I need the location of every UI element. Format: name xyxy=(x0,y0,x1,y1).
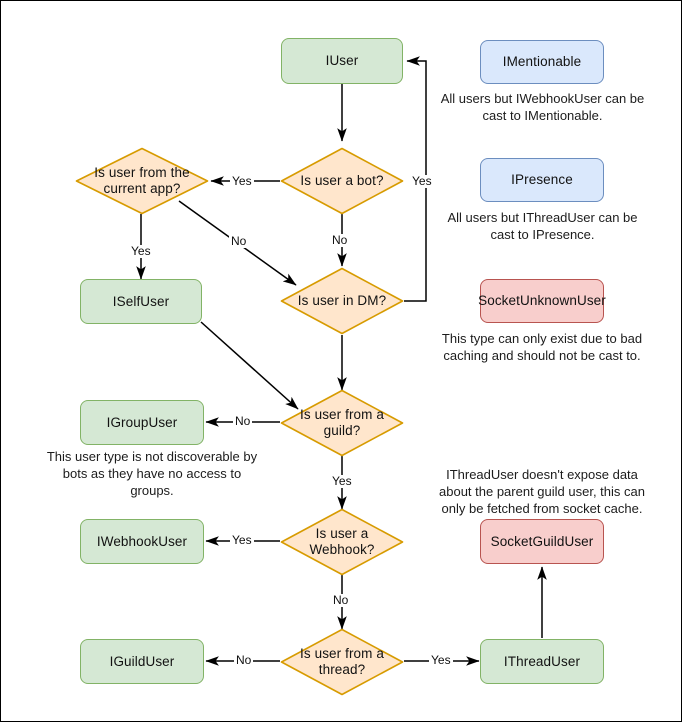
node-is-user-in-dm-label: Is user in DM? xyxy=(297,293,387,308)
node-is-user-a-bot[interactable]: Is user a bot? xyxy=(280,147,404,215)
node-ithreaduser-label: IThreadUser xyxy=(503,653,581,669)
node-is-user-from-current-app-label: Is user from the current app? xyxy=(94,165,190,196)
node-iselfuser-label: ISelfUser xyxy=(112,293,170,309)
note-socketguilduser: IThreadUser doesn't expose data about th… xyxy=(439,467,645,516)
node-ipresence[interactable]: IPresence xyxy=(480,158,604,202)
edge-label-isbot-yes: Yes xyxy=(230,174,254,188)
diamond-shape-icon xyxy=(280,508,404,576)
node-is-user-a-webhook-label: Is user a Webhook? xyxy=(309,526,375,557)
node-iguilduser[interactable]: IGuildUser xyxy=(80,639,204,684)
edge-label-isthread-yes: Yes xyxy=(429,653,453,667)
node-socketguilduser[interactable]: SocketGuildUser xyxy=(480,519,604,564)
note-ipresence: All users but IThreadUser can be cast to… xyxy=(447,210,638,242)
node-is-user-from-thread[interactable]: Is user from a thread? xyxy=(280,628,404,696)
diamond-shape-icon xyxy=(280,628,404,696)
node-iuser-label: IUser xyxy=(325,53,359,68)
node-socketunknownuser[interactable]: SocketUnknownUser xyxy=(478,279,606,323)
node-igroupuser-label: IGroupUser xyxy=(106,414,178,430)
node-ithreaduser[interactable]: IThreadUser xyxy=(480,639,604,684)
node-is-user-a-bot-label: Is user a bot? xyxy=(300,173,384,188)
edge-label-isguild-yes: Yes xyxy=(330,474,354,488)
node-socketguilduser-label: SocketGuildUser xyxy=(490,533,594,549)
node-socketunknownuser-label: SocketUnknownUser xyxy=(478,293,606,308)
note-socketunknownuser: This type can only exist due to bad cach… xyxy=(441,331,643,363)
node-is-user-from-guild-label: Is user from a guild? xyxy=(300,407,384,438)
node-iwebhookuser-label: IWebhookUser xyxy=(96,533,188,549)
edge-label-currentapp-yes: Yes xyxy=(129,244,153,258)
diamond-shape-icon xyxy=(280,147,404,215)
edge-label-isdm-yes: Yes xyxy=(410,174,434,188)
edge-label-isthread-no: No xyxy=(234,653,254,667)
node-igroupuser[interactable]: IGroupUser xyxy=(80,400,204,445)
diamond-shape-icon xyxy=(75,147,209,215)
edge-label-isguild-no: No xyxy=(233,414,253,428)
note-igroupuser: This user type is not discoverable by bo… xyxy=(46,449,258,498)
node-is-user-a-webhook[interactable]: Is user a Webhook? xyxy=(280,508,404,576)
node-is-user-from-guild[interactable]: Is user from a guild? xyxy=(280,389,404,457)
node-iguilduser-label: IGuildUser xyxy=(109,653,175,669)
node-imentionable[interactable]: IMentionable xyxy=(480,40,604,84)
node-ipresence-label: IPresence xyxy=(511,172,573,187)
edge-label-iswebhook-no: No xyxy=(331,593,351,607)
node-iselfuser[interactable]: ISelfUser xyxy=(80,279,202,324)
node-is-user-from-current-app[interactable]: Is user from the current app? xyxy=(75,147,209,215)
node-iwebhookuser[interactable]: IWebhookUser xyxy=(80,519,204,564)
diamond-shape-icon xyxy=(280,389,404,457)
edge-label-currentapp-no: No xyxy=(229,234,249,248)
note-imentionable: All users but IWebhookUser can be cast t… xyxy=(440,91,645,123)
node-imentionable-label: IMentionable xyxy=(502,54,582,69)
edge-label-iswebhook-yes: Yes xyxy=(230,533,254,547)
node-is-user-from-thread-label: Is user from a thread? xyxy=(300,646,384,677)
diamond-shape-icon xyxy=(280,267,404,335)
node-iuser[interactable]: IUser xyxy=(281,38,403,84)
node-is-user-in-dm[interactable]: Is user in DM? xyxy=(280,267,404,335)
edge-label-isbot-no: No xyxy=(330,233,350,247)
